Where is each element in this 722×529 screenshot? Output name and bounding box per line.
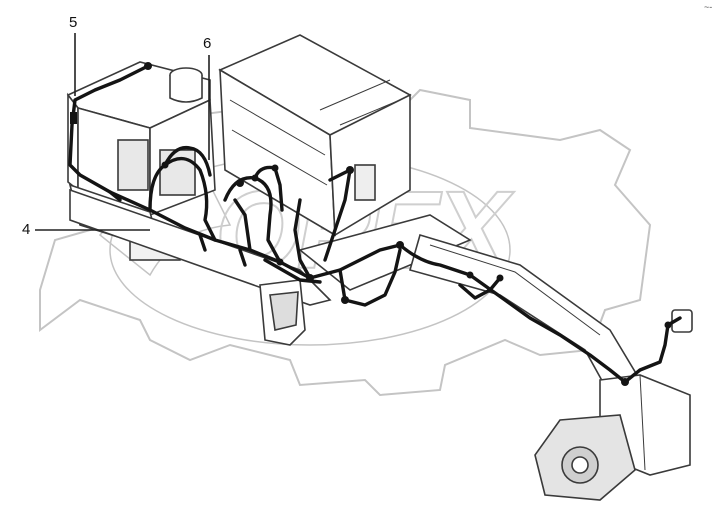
chassis-frame-icon: [69, 188, 472, 346]
corner-mark: ~-: [704, 2, 713, 12]
wiring-harness-icon: [68, 64, 682, 384]
harness-connectors-icon: [70, 62, 672, 386]
callout-label-4: 4: [22, 221, 31, 238]
cab-box-icon: [218, 34, 412, 237]
callout-label-6: 6: [203, 35, 212, 52]
callout-leaders: [35, 33, 210, 231]
engine-block-icon: [66, 61, 216, 261]
callout-label-5: 5: [69, 14, 78, 31]
